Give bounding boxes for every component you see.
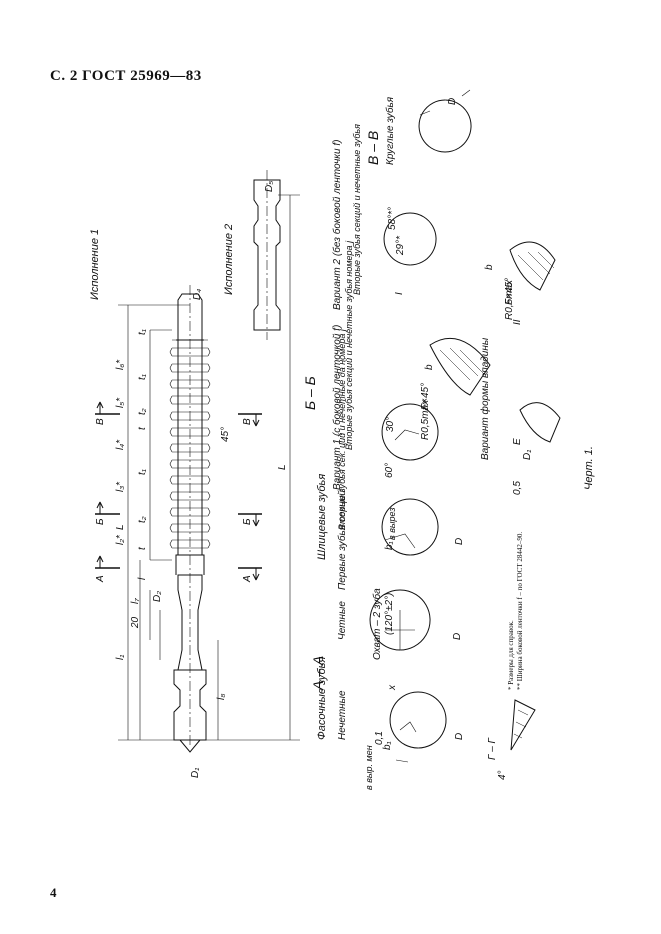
svg-text:l₂*: l₂* <box>115 534 126 545</box>
svg-text:R0,5max: R0,5max <box>504 279 515 320</box>
label-execution-2: Исполнение 2 <box>223 224 235 295</box>
svg-text:b: b <box>424 364 435 370</box>
svg-text:4°: 4° <box>497 770 508 780</box>
svg-text:t₂: t₂ <box>137 516 148 523</box>
label-coverage: Охват – 2 зуба <box>371 588 383 660</box>
label-in-cut: в вырез <box>387 507 397 540</box>
svg-text:D: D <box>452 633 463 640</box>
svg-text:D: D <box>454 733 465 740</box>
broach-execution-1 <box>95 194 300 753</box>
label-variant-1-extra: Вторые зубья сек. ций и нечетные да номе… <box>337 328 347 530</box>
label-section-bb: Б – Б <box>302 376 318 410</box>
label-round-teeth: Круглые зубья <box>384 96 396 165</box>
svg-text:A: A <box>242 575 253 583</box>
svg-text:D₅: D₅ <box>264 181 275 192</box>
section-views <box>369 89 561 763</box>
page-number: 4 <box>50 885 57 900</box>
svg-text:29°*: 29°* <box>395 235 406 256</box>
svg-text:20: 20 <box>130 616 141 629</box>
label-in-cut-2: в выр. мен <box>364 745 374 790</box>
svg-text:D: D <box>447 98 458 105</box>
svg-text:E: E <box>512 438 523 445</box>
footnote-2: ** Ширина боковой ленточки f – по ГОСТ 2… <box>516 532 524 690</box>
svg-text:b₁: b₁ <box>384 541 395 550</box>
svg-text:I: I <box>394 292 405 295</box>
svg-text:D₁: D₁ <box>190 768 201 778</box>
footnotes: * Размеры для справок. ** Ширина боковой… <box>507 532 524 690</box>
svg-text:II: II <box>512 319 523 325</box>
svg-text:A: A <box>95 575 106 583</box>
svg-text:L: L <box>277 464 288 470</box>
svg-text:t₁: t₁ <box>137 374 148 380</box>
svg-text:30°: 30° <box>385 417 396 432</box>
svg-text:L: L <box>115 524 126 530</box>
svg-text:В: В <box>242 418 253 425</box>
svg-text:l: l <box>137 577 148 580</box>
svg-text:l₁: l₁ <box>115 655 126 660</box>
label-variant-1: Вариант 1 (с боковой ленточкой f) <box>331 325 343 490</box>
svg-text:t: t <box>137 426 148 430</box>
label-variant-2-second: Вторые зубья секций и нечетные зубья <box>352 124 362 295</box>
svg-text:D₁: D₁ <box>522 450 533 460</box>
svg-text:0,1: 0,1 <box>374 731 385 745</box>
svg-text:l₈: l₈ <box>216 694 227 700</box>
svg-text:F×45°: F×45° <box>420 383 431 410</box>
label-section-vv: В – В <box>365 131 381 165</box>
svg-text:Б: Б <box>95 518 106 525</box>
label-variant-2: Вариант 2 (без боковой ленточки f) <box>331 140 343 310</box>
dimension-texts: L L l l₁ l₂* l₃* l₄* l₅* l₆* l₇ l₈ t t t… <box>95 98 533 780</box>
labels: Исполнение 1 Исполнение 2 А – А Б – Б В … <box>89 96 595 790</box>
label-section-gg: Г – Г <box>487 736 498 760</box>
svg-text:В: В <box>95 418 106 425</box>
footnote-1: * Размеры для справок. <box>507 620 515 690</box>
teeth <box>169 339 211 549</box>
label-section-aa: А – А <box>310 656 326 691</box>
label-execution-1: Исполнение 1 <box>89 229 101 300</box>
svg-text:F×45°: F×45° <box>504 278 515 305</box>
svg-text:R0,5max: R0,5max <box>420 399 431 440</box>
svg-text:0,5: 0,5 <box>512 481 523 495</box>
svg-text:Б: Б <box>242 518 253 525</box>
svg-text:D₄: D₄ <box>192 289 203 300</box>
svg-text:l₇: l₇ <box>130 598 141 604</box>
label-variant-1-second: Вторые зубья секций и нечетные зубья ном… <box>344 240 354 450</box>
svg-text:b: b <box>484 264 495 270</box>
svg-text:D: D <box>454 538 465 545</box>
svg-text:t₁: t₁ <box>137 469 148 475</box>
svg-text:l₆*: l₆* <box>115 359 126 370</box>
label-even: Четные <box>337 601 348 640</box>
label-odd: Нечетные <box>337 690 348 740</box>
svg-text:l₃*: l₃* <box>115 481 126 492</box>
page-header: С. 2 ГОСТ 25969—83 <box>50 68 202 84</box>
svg-text:b₁: b₁ <box>382 741 393 750</box>
shank-execution-2 <box>253 170 281 340</box>
svg-text:x: x <box>387 684 398 691</box>
svg-text:t₂: t₂ <box>137 408 148 415</box>
svg-text:58°*°: 58°*° <box>387 207 398 230</box>
svg-text:(120°±2°): (120°±2°) <box>384 593 395 635</box>
svg-text:l₅*: l₅* <box>115 397 126 408</box>
label-figure: Черт. 1. <box>583 446 595 490</box>
svg-text:l₄*: l₄* <box>115 439 126 450</box>
label-first-teeth: Первые зубья секций <box>336 490 348 590</box>
label-spline-teeth: Шлицевые зубья <box>316 474 328 560</box>
svg-text:t₁: t₁ <box>137 329 148 335</box>
label-chamfer-teeth: Фасочные зубья <box>316 657 328 740</box>
svg-text:D₂: D₂ <box>152 591 163 602</box>
svg-text:t: t <box>137 546 148 550</box>
svg-text:60°: 60° <box>384 463 395 478</box>
svg-text:45°: 45° <box>220 427 231 442</box>
label-groove-variant: Вариант формы впадины <box>479 337 491 460</box>
